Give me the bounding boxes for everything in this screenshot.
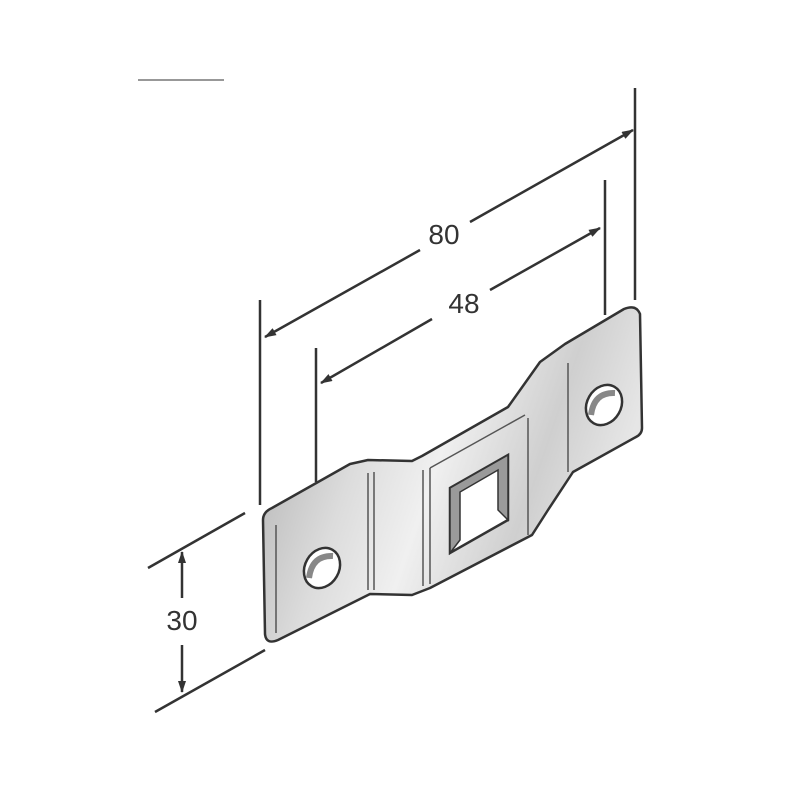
- dim-80-arrow-right: [469, 128, 634, 224]
- dim-label-80: 80: [428, 219, 459, 250]
- dim-80-arrow-left: [264, 248, 421, 339]
- dim-label-30: 30: [166, 605, 197, 636]
- mounting-hole-left: [302, 546, 342, 590]
- dimension-lines: [178, 128, 634, 693]
- dim-48-arrow-right: [489, 226, 601, 292]
- dim-48-arrow-left: [320, 317, 433, 385]
- extension-lines: [147, 88, 637, 714]
- bracket-part: [261, 306, 644, 643]
- dim-label-48: 48: [448, 288, 479, 319]
- mounting-hole-right: [584, 383, 624, 427]
